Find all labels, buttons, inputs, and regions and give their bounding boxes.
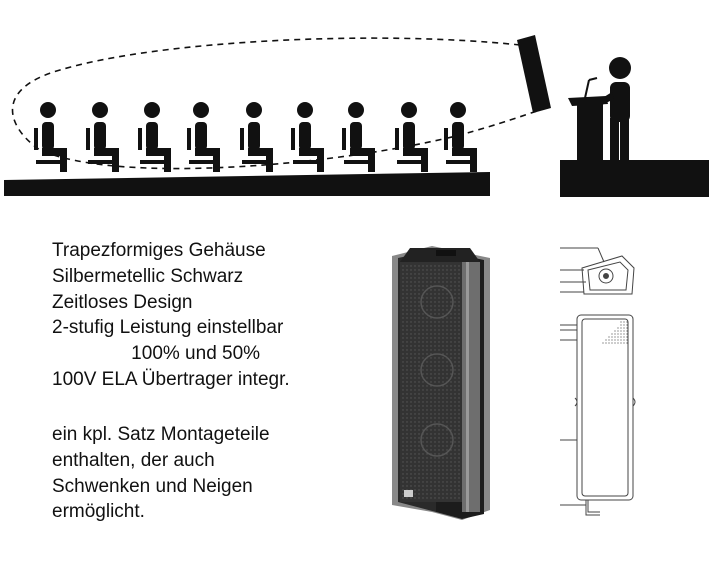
brand-badge [404, 490, 413, 497]
driver-2 [420, 353, 454, 387]
audience-member [240, 102, 273, 172]
feature-line: 2-stufig Leistung einstellbar [52, 317, 284, 339]
feature-list: Trapezformiges Gehäuse Silbermetellic Sc… [52, 238, 290, 393]
wall-speaker-shape [517, 35, 551, 113]
audience-member [291, 102, 324, 172]
audience-member [395, 102, 428, 172]
feature-line: 100% und 50% [52, 343, 261, 365]
feature-line: Zeitloses Design [52, 291, 193, 313]
driver-1 [420, 285, 454, 319]
audience-member [444, 102, 477, 172]
audience-member [138, 102, 171, 172]
speaker-grille [402, 265, 460, 499]
mounting-line: Schwenken und Neigen [52, 475, 253, 497]
audience-floor [4, 172, 490, 196]
audience-row [34, 102, 477, 172]
auditorium-illustration [4, 35, 709, 197]
audience-member [86, 102, 119, 172]
feature-line: Silbermetellic Schwarz [52, 265, 244, 287]
feature-line: Trapezformiges Gehäuse [52, 240, 266, 261]
mounting-line: ein kpl. Satz Montageteile [52, 424, 270, 445]
mounting-note: ein kpl. Satz Montageteile enthalten, de… [52, 422, 270, 525]
driver-3 [420, 423, 454, 457]
audience-member [34, 102, 67, 172]
grille-hatch [602, 321, 628, 344]
technical-drawing [560, 247, 636, 516]
mounting-line: ermöglicht. [52, 501, 145, 523]
stage-platform [560, 160, 709, 197]
audience-member [342, 102, 375, 172]
column-speaker-photo [392, 246, 490, 520]
feature-line: 100V ELA Übertrager integr. [52, 368, 290, 390]
mounting-line: enthalten, der auch [52, 449, 215, 471]
lectern [568, 77, 608, 162]
audience-member [187, 102, 220, 172]
